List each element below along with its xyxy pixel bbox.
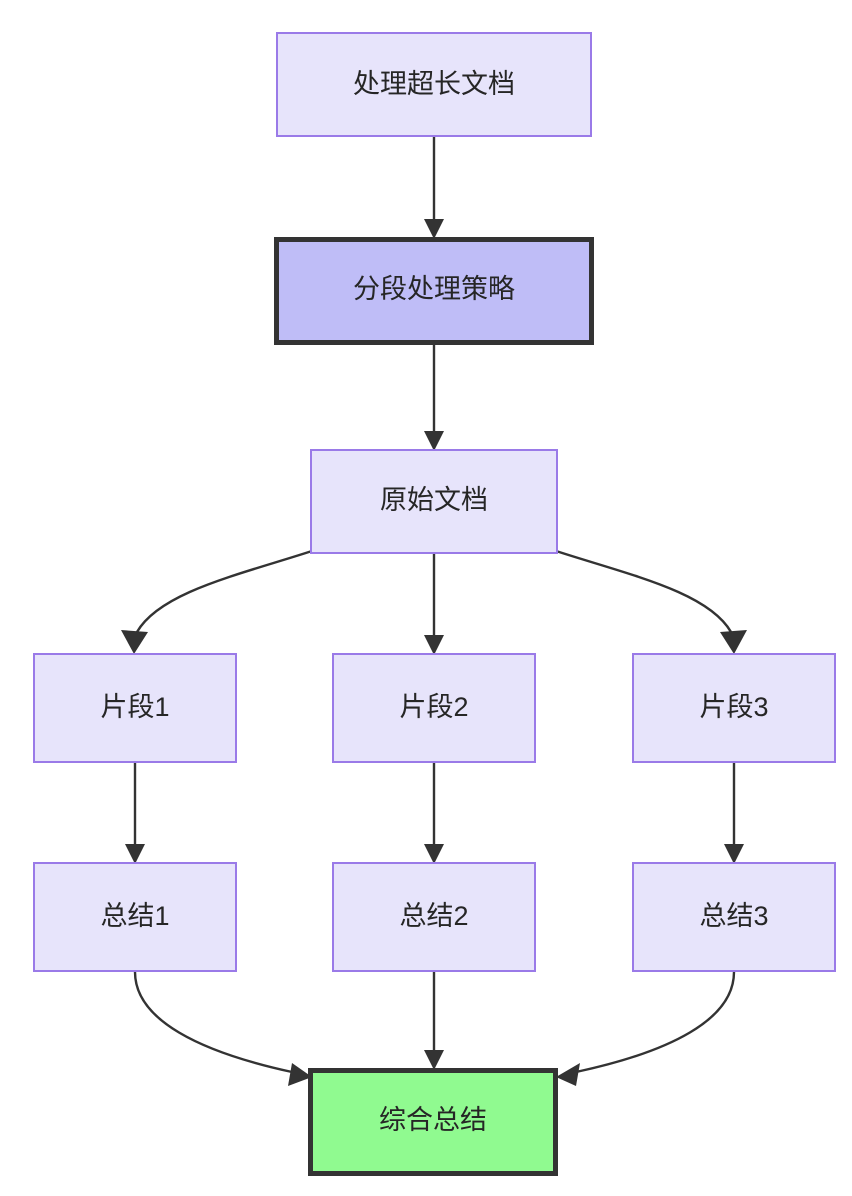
node-label-summary-2: 总结2 <box>399 901 468 931</box>
node-box[interactable] <box>632 862 836 972</box>
node-box[interactable] <box>33 653 237 763</box>
edge-source-to-fragment3 <box>555 549 747 654</box>
edge-source-to-fragment1 <box>121 549 313 654</box>
node-final-summary[interactable]: 综合总结 <box>308 1068 558 1176</box>
node-fragment-3[interactable]: 片段3 <box>632 653 836 763</box>
edge-fragment2-to-summary2 <box>424 763 444 864</box>
edge-layer <box>121 137 747 1086</box>
node-label-fragment-1: 片段1 <box>100 692 169 722</box>
edge-fragment3-to-summary3 <box>724 763 744 864</box>
node-box[interactable] <box>274 237 594 345</box>
node-fragment-1[interactable]: 片段1 <box>33 653 237 763</box>
node-summary-3[interactable]: 总结3 <box>632 862 836 972</box>
node-label-fragment-2: 片段2 <box>399 692 468 722</box>
node-fragment-2[interactable]: 片段2 <box>332 653 536 763</box>
node-box[interactable] <box>332 653 536 763</box>
edge-strategy-to-source <box>424 345 444 451</box>
node-box[interactable] <box>33 862 237 972</box>
node-source-document[interactable]: 原始文档 <box>310 449 558 554</box>
node-process-long-document[interactable]: 处理超长文档 <box>276 32 592 137</box>
node-chunking-strategy[interactable]: 分段处理策略 <box>274 237 594 345</box>
edge-process-to-strategy <box>424 137 444 239</box>
edge-summary1-to-final <box>133 971 312 1086</box>
node-box[interactable] <box>276 32 592 137</box>
node-label-source-document: 原始文档 <box>380 485 488 515</box>
edge-source-to-fragment2 <box>424 554 444 655</box>
node-box[interactable] <box>308 1068 558 1176</box>
node-label-process-long-document: 处理超长文档 <box>353 69 515 99</box>
node-label-summary-3: 总结3 <box>699 901 768 931</box>
node-summary-1[interactable]: 总结1 <box>33 862 237 972</box>
node-label-summary-1: 总结1 <box>100 901 169 931</box>
edge-summary3-to-final <box>556 971 736 1086</box>
node-box[interactable] <box>632 653 836 763</box>
edge-fragment1-to-summary1 <box>125 763 145 864</box>
node-box[interactable] <box>332 862 536 972</box>
node-box[interactable] <box>310 449 558 554</box>
node-label-fragment-3: 片段3 <box>699 692 768 722</box>
node-label-final-summary: 综合总结 <box>379 1105 487 1135</box>
edge-summary2-to-final <box>424 972 444 1070</box>
node-summary-2[interactable]: 总结2 <box>332 862 536 972</box>
node-layer: 处理超长文档 分段处理策略 原始文档 片段1 片段2 片段3 <box>33 32 836 1176</box>
node-label-chunking-strategy: 分段处理策略 <box>353 274 515 304</box>
